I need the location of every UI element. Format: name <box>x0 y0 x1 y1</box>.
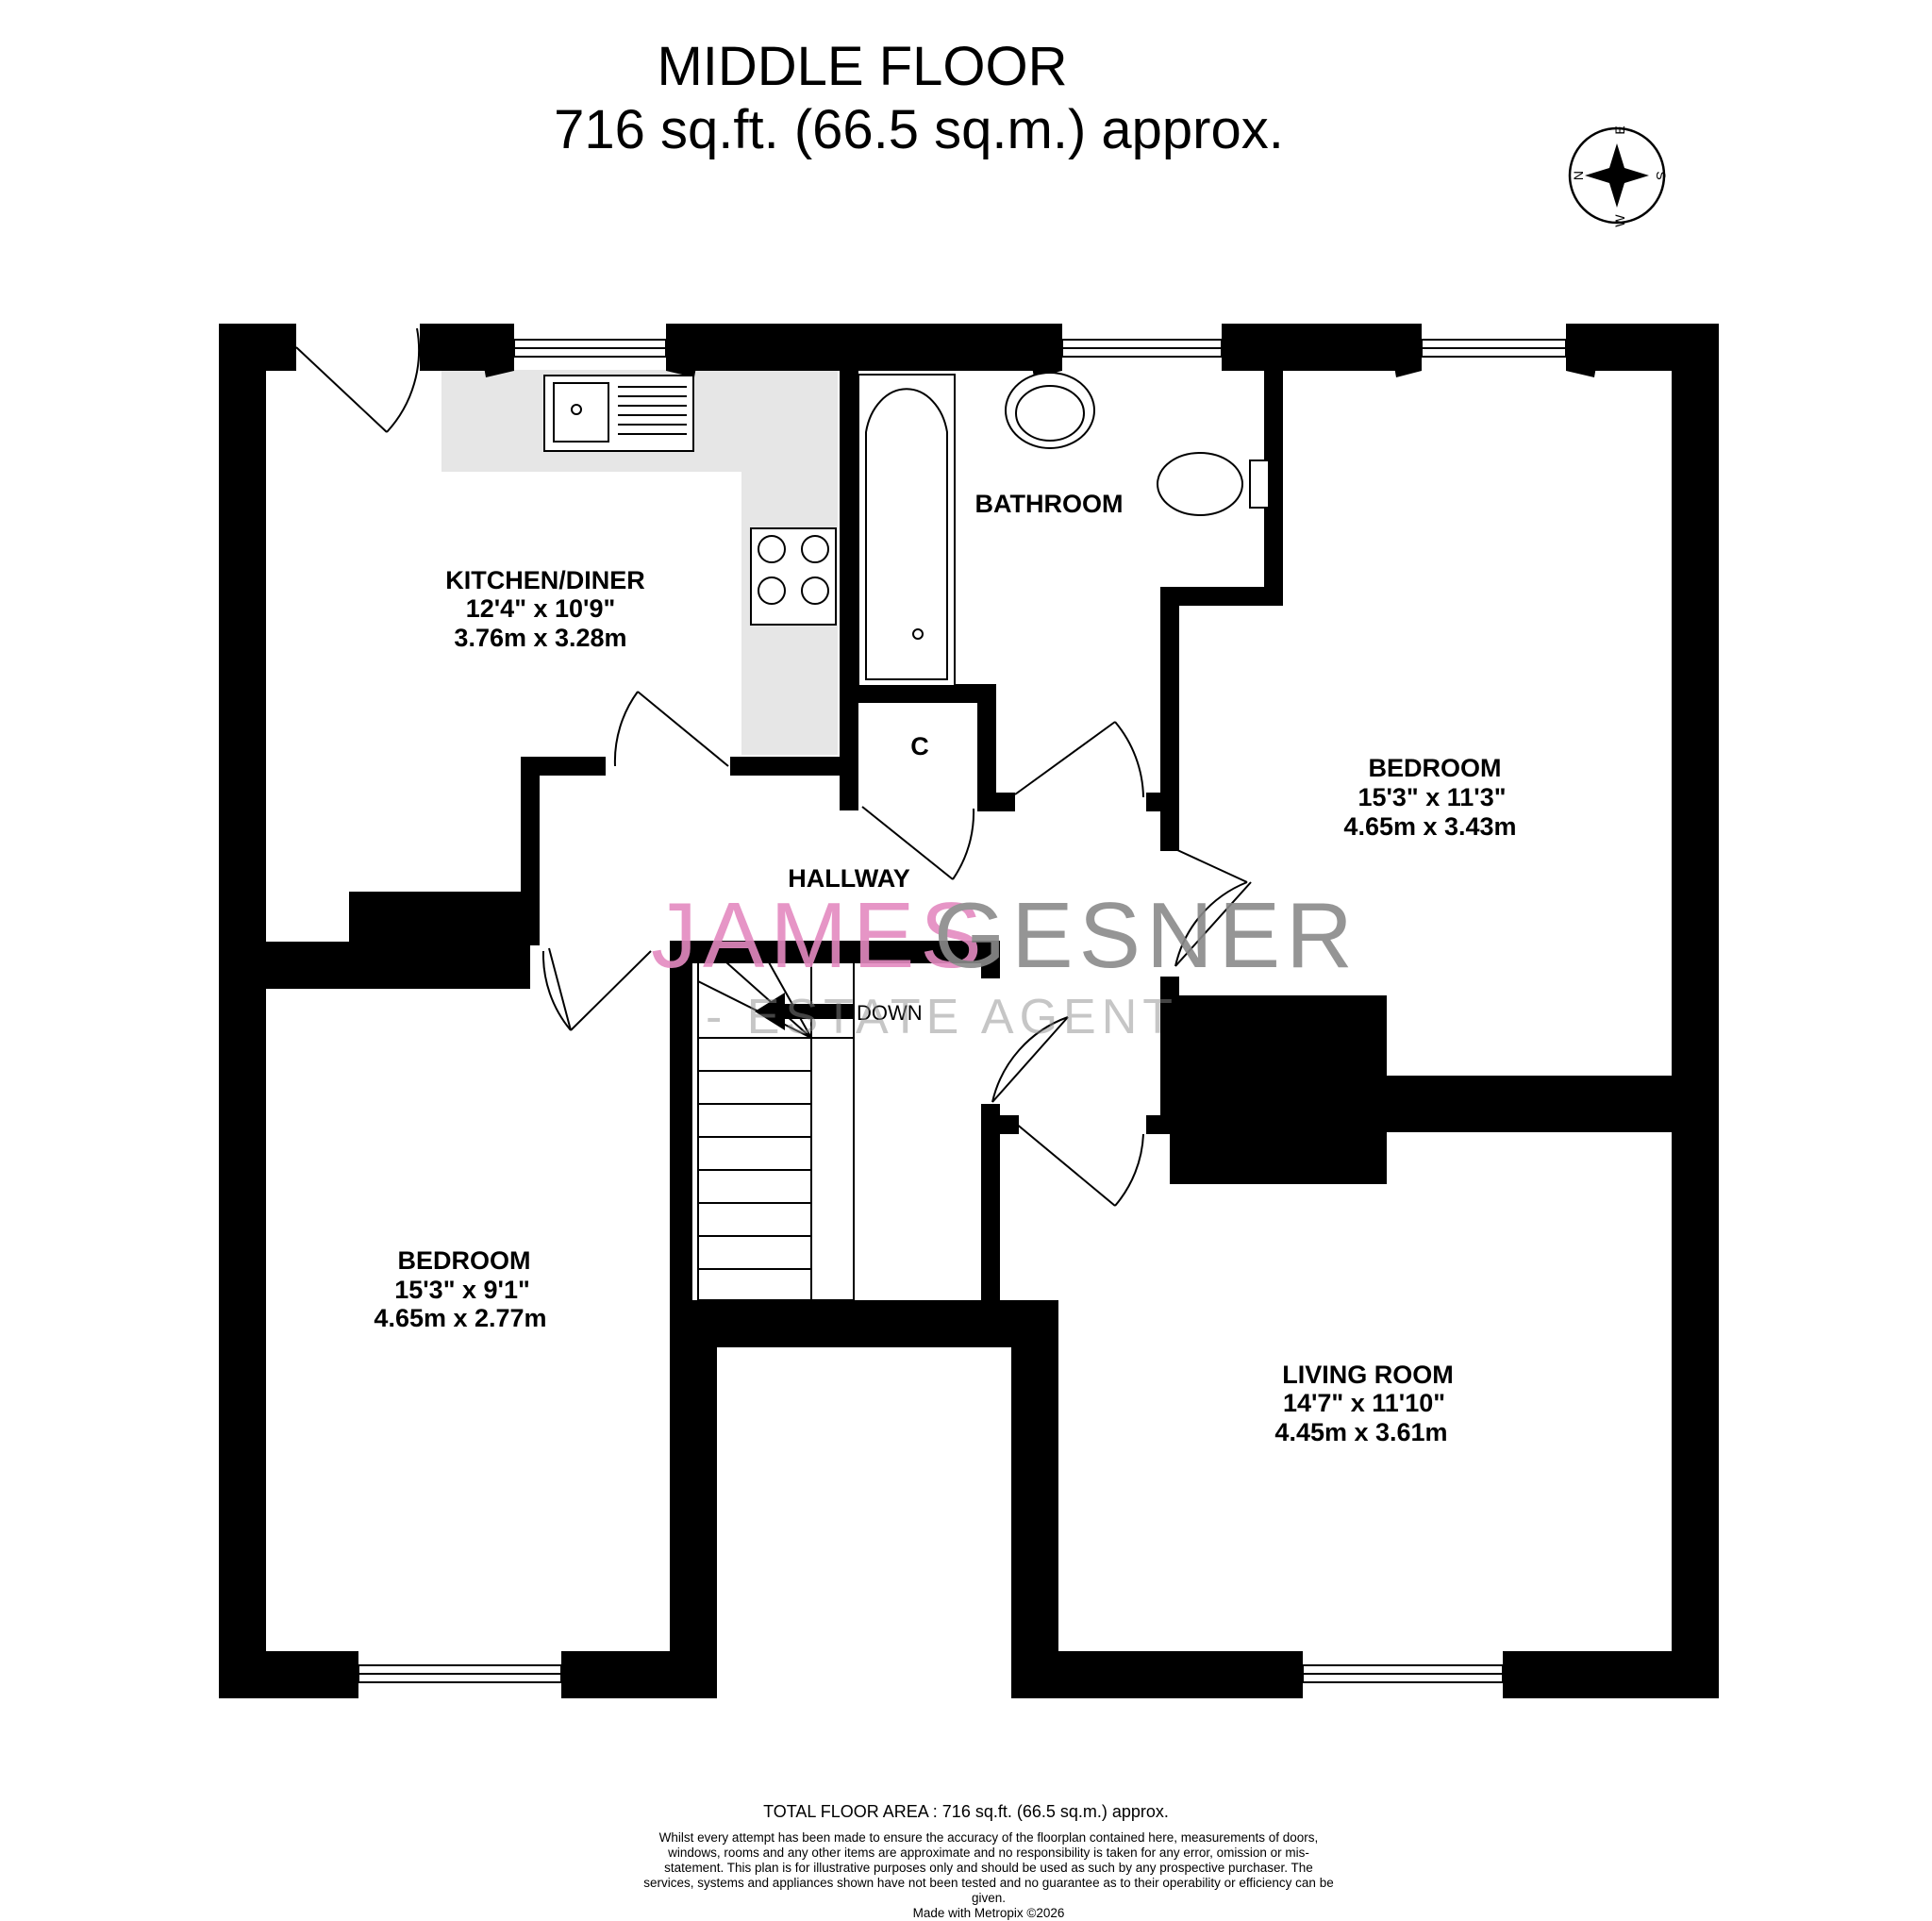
watermark-name-2: GESNER <box>934 883 1358 987</box>
window-reveals <box>323 324 1604 1698</box>
credit-text: Made with Metropix ©2026 <box>912 1906 1065 1920</box>
washbasin-icon <box>1005 372 1095 449</box>
room-kitchen-label: KITCHEN/DINER 12'4" x 10'9" 3.76m x 3.28… <box>445 566 645 652</box>
room-living-label: LIVING ROOM 14'7" x 11'10" 4.45m x 3.61m <box>1274 1361 1453 1446</box>
down-arrow-icon <box>755 993 855 1030</box>
living-name: LIVING ROOM <box>1282 1361 1454 1389</box>
bedroom-left-name: BEDROOM <box>398 1246 531 1275</box>
doors <box>295 327 1252 1207</box>
bedroom-right-name: BEDROOM <box>1369 754 1502 782</box>
staircase <box>697 961 855 1301</box>
total-floor-area: TOTAL FLOOR AREA : 716 sq.ft. (66.5 sq.m… <box>763 1802 1169 1821</box>
toilet-icon <box>1157 452 1270 516</box>
stairs-label: DOWN <box>857 1001 923 1025</box>
compass-s: S <box>1654 171 1669 179</box>
compass-e: W <box>1612 214 1627 227</box>
living-imperial: 14'7" x 11'10" <box>1283 1389 1445 1417</box>
disclaimer: Whilst every attempt has been made to en… <box>640 1830 1338 1921</box>
bathroom-name: BATHROOM <box>975 490 1124 518</box>
hallway-name: HALLWAY <box>788 864 910 893</box>
watermark-name-1: JAMES <box>651 883 988 987</box>
room-bedroom-right-label: BEDROOM 15'3" x 11'3" 4.65m x 3.43m <box>1343 754 1516 841</box>
bedroom-left-imperial: 15'3" x 9'1" <box>394 1276 530 1304</box>
bedroom-right-metric: 4.65m x 3.43m <box>1343 812 1516 841</box>
kitchen-metric: 3.76m x 3.28m <box>454 624 626 652</box>
living-metric: 4.45m x 3.61m <box>1274 1418 1447 1446</box>
watermark-logo: JAMES GESNER - ESTATE AGENT <box>651 883 1358 1044</box>
compass-n: E <box>1612 125 1627 134</box>
bath-icon <box>858 374 956 687</box>
compass-icon: E N S W <box>1568 125 1669 227</box>
sink-icon <box>543 375 694 452</box>
bedroom-right-imperial: 15'3" x 11'3" <box>1357 783 1506 811</box>
cupboard-name: C <box>910 732 929 760</box>
room-bedroom-left-label: BEDROOM 15'3" x 9'1" 4.65m x 2.77m <box>374 1246 546 1332</box>
disclaimer-text: Whilst every attempt has been made to en… <box>643 1830 1334 1905</box>
kitchen-name: KITCHEN/DINER <box>445 566 645 594</box>
compass-w: N <box>1571 171 1586 180</box>
watermark-tagline: - ESTATE AGENT <box>706 990 1178 1044</box>
hob-icon <box>750 527 837 626</box>
bedroom-left-metric: 4.65m x 2.77m <box>374 1304 546 1332</box>
floor-area: 716 sq.ft. (66.5 sq.m.) approx. <box>554 99 1284 160</box>
kitchen-imperial: 12'4" x 10'9" <box>466 594 616 623</box>
floor-title: MIDDLE FLOOR <box>657 36 1068 97</box>
